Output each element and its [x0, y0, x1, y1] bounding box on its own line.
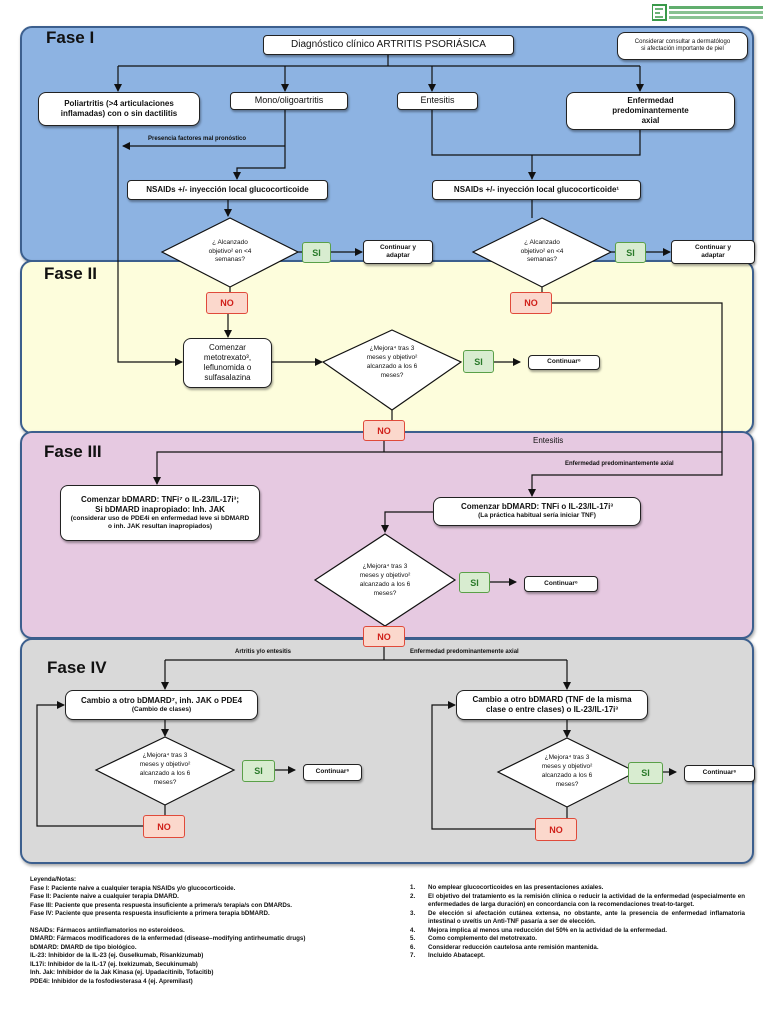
legend-line: Fase III: Paciente que presenta respuest…: [30, 901, 293, 909]
no-badge: NO: [206, 292, 248, 314]
continue-box: Continuar⁶: [303, 764, 362, 781]
enthesitis-path-label: Entesitis: [533, 436, 564, 445]
footnote-number: 2.: [410, 892, 416, 900]
no-badge: NO: [363, 626, 405, 647]
legend-line: IL-23: Inhibidor de la IL-23 (ej. Guselk…: [30, 952, 204, 960]
decision-diamond-phase1-left: [160, 217, 300, 288]
footnote-number: 6.: [410, 943, 416, 951]
axial-disease-box: Enfermedad predominantemente axial: [566, 92, 735, 130]
footnote-text: El objetivo del tratamiento es la remisi…: [428, 892, 745, 909]
footnote: 7. Incluido Abatacept.: [410, 952, 745, 961]
legend-title: Leyenda/Notas:: [30, 876, 77, 883]
footnote: 1. No emplear glucocorticoides en las pre…: [410, 884, 745, 893]
footnote-number: 5.: [410, 935, 416, 943]
continue-box: Continuar⁶: [528, 355, 600, 370]
start-bdmard-line1: Comenzar bDMARD: TNFi⁷ o IL-23/IL-17i³;: [81, 494, 239, 504]
footnote: 6. Considerar reducción cautelosa ante re…: [410, 944, 745, 953]
footnote-text: Como complemento del metotrexato.: [428, 935, 537, 943]
yes-badge: SI: [242, 760, 275, 782]
switch-bdmard-box-right: Cambio a otro bDMARD (TNF de la misma cl…: [456, 690, 648, 720]
yes-badge: SI: [459, 572, 490, 593]
yes-badge: SI: [463, 350, 494, 373]
phase1-right-question: ¿ Alcanzado objetivo² en <4 semanas?: [520, 238, 564, 264]
start-bdmard-right-line1: Comenzar bDMARD: TNFi o IL-23/IL-17i³: [460, 502, 613, 512]
hospital-logo: [652, 4, 763, 21]
phase3-question: ¿Mejora⁴ tras 3 meses y objetivo² alcanz…: [359, 563, 411, 597]
legend-line: Fase I: Paciente naive a cualquier terap…: [30, 884, 236, 892]
legend-line: NSAIDs: Fármacos antiinflamatorios no es…: [30, 926, 185, 934]
legend-line: Fase II: Paciente naive a cualquier tera…: [30, 893, 179, 901]
footnotes: 1. No emplear glucocorticoides en las pre…: [410, 884, 745, 961]
decision-diamond-phase2: [321, 329, 463, 411]
start-bdmard-line2: Si bDMARD inapropiado: Inh. JAK: [95, 504, 225, 514]
decision-diamond-phase4-left: [94, 736, 236, 806]
phase-4-title: Fase IV: [47, 658, 107, 677]
continue-box: Continuar⁶: [524, 576, 598, 592]
footnote-text: Mejora implica al menos una reducción de…: [428, 926, 667, 934]
footnote-text: Incluido Abatacept.: [428, 952, 485, 960]
phase4-left-question: ¿Mejora⁴ tras 3 meses y objetivo² alcanz…: [139, 752, 191, 786]
legend-line: PDE4i: Inhibidor de la fosfodiesterasa 4…: [30, 978, 193, 986]
footnote: 3. De elección si afectación cutánea exte…: [410, 910, 745, 927]
switch-left-line2: (Cambio de clases): [131, 705, 192, 713]
legend-spacer: [30, 919, 305, 927]
start-dmard-box: Comenzar metotrexato³, leflunomida o sul…: [183, 338, 272, 388]
no-badge: NO: [510, 292, 552, 314]
no-badge: NO: [535, 818, 577, 841]
switch-left-line1: Cambio a otro bDMARD⁷, inh. JAK o PDE4: [80, 695, 243, 705]
no-badge: NO: [143, 815, 185, 838]
start-bdmard-box-right: Comenzar bDMARD: TNFi o IL-23/IL-17i³ (L…: [433, 497, 641, 526]
yes-badge: SI: [302, 242, 331, 263]
enthesitis-box: Entesitis: [397, 92, 478, 110]
phase1-left-question: ¿ Alcanzado objetivo² en <4 semanas?: [208, 238, 252, 264]
bad-prognosis-label: Presencia factores mal pronóstico: [148, 136, 247, 142]
footnote: 4. Mejora implica al menos una reducción …: [410, 927, 745, 936]
start-bdmard-right-line2: (La práctica habitual sería iniciar TNF): [478, 512, 596, 520]
phase-1-title: Fase I: [46, 28, 95, 47]
phase-1-panel: [20, 26, 754, 262]
nsaids-box-right: NSAIDs +/- inyección local glucocorticoi…: [432, 180, 641, 200]
start-bdmard-box-left: Comenzar bDMARD: TNFi⁷ o IL-23/IL-17i³; …: [60, 485, 260, 541]
legend-line: bDMARD: DMARD de tipo biológico.: [30, 943, 137, 951]
yes-badge: SI: [628, 762, 663, 784]
footnote-number: 4.: [410, 926, 416, 934]
legend-line: Fase IV: Paciente que presenta respuesta…: [30, 910, 270, 918]
phase-3-title: Fase III: [44, 442, 102, 461]
diagnosis-box: Diagnóstico clínico ARTRITIS PSORIÁSICA: [263, 35, 514, 55]
dermatologist-note: Considerar consultar a dermatólogo si af…: [617, 32, 748, 60]
footnote: 5. Como complemento del metotrexato.: [410, 935, 745, 944]
footnote-number: 1.: [410, 884, 416, 891]
footnote: 2. El objetivo del tratamiento es la remi…: [410, 893, 745, 910]
axial-path-label: Enfermedad predominantemente axial: [565, 461, 674, 467]
footnote-text: No emplear glucocorticoides en las prese…: [428, 884, 604, 891]
no-badge: NO: [363, 420, 405, 441]
switch-bdmard-box-left: Cambio a otro bDMARD⁷, inh. JAK o PDE4 (…: [65, 690, 258, 720]
decision-diamond-phase1-right: [471, 217, 613, 288]
footnote-number: 7.: [410, 952, 416, 960]
legend-line: Inh. Jak: Inhibidor de la Jak Kinasa (ej…: [30, 969, 214, 977]
footnote-text: De elección si afectación cutánea extens…: [428, 909, 745, 926]
continue-adapt-box-right: Continuar y adaptar: [671, 240, 755, 264]
phase-2-title: Fase II: [44, 264, 97, 283]
phase4-right-question: ¿Mejora⁴ tras 3 meses y objetivo² alcanz…: [541, 754, 593, 788]
arthritis-path-label: Artritis y/o entesitis: [235, 649, 292, 655]
yes-badge: SI: [615, 242, 646, 263]
mono-oligoarthritis-box: Mono/oligoartritis: [230, 92, 348, 110]
decision-diamond-phase4-right: [496, 737, 638, 808]
legend-line: IL17i: Inhibidor de la IL-17 (ej. Ixekiz…: [30, 960, 198, 968]
phase2-question: ¿Mejora⁴ tras 3 meses y objetivo² alcanz…: [366, 345, 418, 379]
polyarthritis-box: Poliartritis (>4 articulaciones inflamad…: [38, 92, 200, 126]
legend: Leyenda/Notas: Fase I: Paciente naive a …: [30, 876, 305, 987]
continue-box: Continuar⁶: [684, 765, 755, 782]
axial-path-label: Enfermedad predominantemente axial: [410, 649, 519, 655]
nsaids-box-left: NSAIDs +/- inyección local glucocorticoi…: [127, 180, 328, 200]
start-bdmard-line3: (considerar uso de PDE4i en enfermedad l…: [70, 514, 250, 530]
footnote-number: 3.: [410, 909, 416, 917]
continue-adapt-box-left: Continuar y adaptar: [363, 240, 433, 264]
footnote-text: Considerar reducción cautelosa ante remi…: [428, 943, 599, 951]
legend-line: DMARD: Fármacos modificadores de la enfe…: [30, 935, 306, 943]
